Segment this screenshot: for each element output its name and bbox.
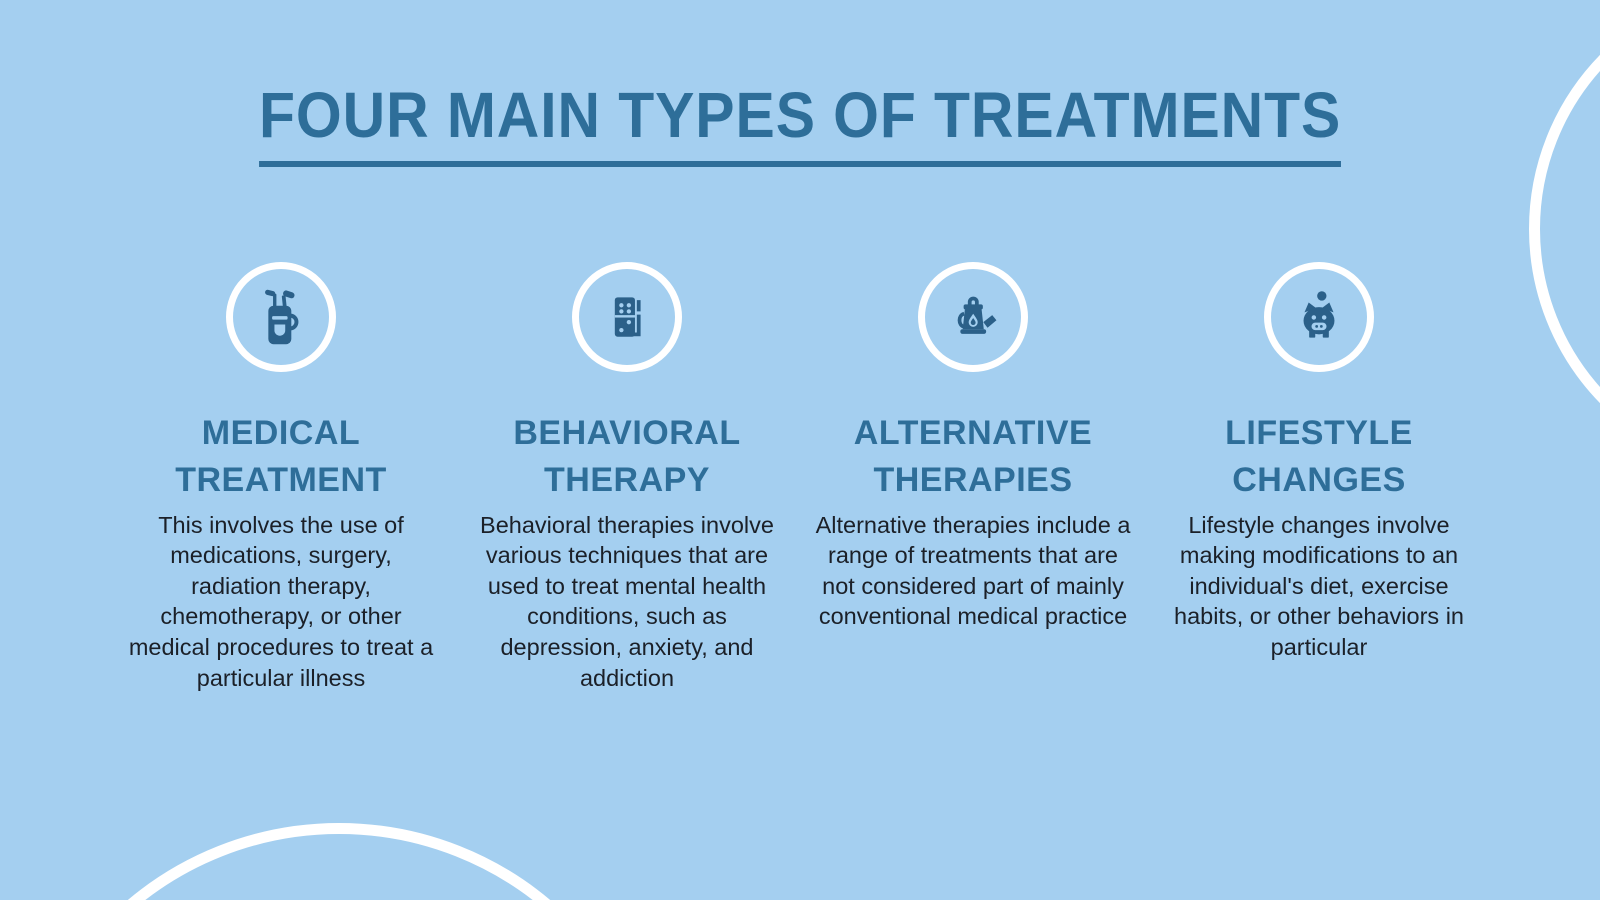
icon-circle xyxy=(226,262,336,372)
domino-icon xyxy=(614,297,641,337)
column-behavioral-therapy: BEHAVIORAL THERAPY Behavioral therapies … xyxy=(454,262,800,693)
treatment-columns: MEDICAL TREATMENT This involves the use … xyxy=(108,262,1492,693)
icon-circle xyxy=(918,262,1028,372)
title-area: FOUR MAIN TYPES OF TREATMENTS xyxy=(0,78,1600,167)
column-title: ALTERNATIVE THERAPIES xyxy=(853,414,1093,499)
column-title: BEHAVIORAL THERAPY xyxy=(513,414,741,499)
golf-bag-icon xyxy=(265,289,299,345)
decorative-circle-bottom-left xyxy=(11,823,667,900)
column-title: LIFESTYLE CHANGES xyxy=(1225,414,1413,499)
column-medical-treatment: MEDICAL TREATMENT This involves the use … xyxy=(108,262,454,693)
column-description: Alternative therapies include a range of… xyxy=(815,511,1131,630)
icon-circle xyxy=(1264,262,1374,372)
kettle-icon xyxy=(957,296,997,334)
piggy-bank-icon xyxy=(1303,291,1335,338)
column-alternative-therapies: ALTERNATIVE THERAPIES Alternative therap… xyxy=(800,262,1146,693)
icon-circle xyxy=(572,262,682,372)
column-lifestyle-changes: LIFESTYLE CHANGES Lifestyle changes invo… xyxy=(1146,262,1492,693)
page-title: FOUR MAIN TYPES OF TREATMENTS xyxy=(258,78,1342,167)
column-description: This involves the use of medications, su… xyxy=(128,511,434,691)
decorative-circle-right xyxy=(1529,0,1600,478)
column-description: Behavioral therapies involve various tec… xyxy=(480,511,774,691)
column-description: Lifestyle changes involve making modific… xyxy=(1174,511,1464,660)
column-title: MEDICAL TREATMENT xyxy=(175,414,387,499)
